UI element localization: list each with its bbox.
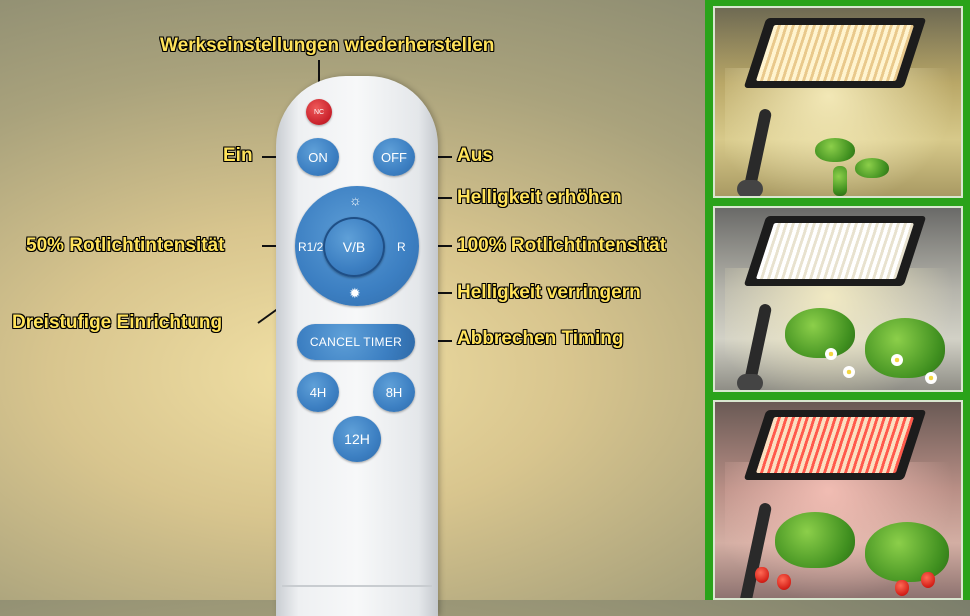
strawberry-leaves — [865, 522, 949, 582]
sun-filled-icon[interactable]: ✹ — [349, 285, 361, 301]
r-button[interactable]: R — [397, 240, 406, 254]
label-brightness-up: Helligkeit erhöhen — [457, 187, 622, 208]
photo-red-light — [713, 400, 963, 600]
label-on: Ein — [223, 145, 253, 166]
strawberry — [755, 567, 769, 583]
label-factory-reset: Werkseinstellungen wiederherstellen — [160, 35, 495, 56]
strawberry-flower — [925, 372, 937, 384]
strawberry — [777, 574, 791, 590]
label-off: Aus — [457, 145, 493, 166]
strawberry — [921, 572, 935, 588]
r-half-button[interactable]: R1/2 — [298, 240, 324, 254]
seedling — [855, 158, 889, 178]
strawberry-leaves — [785, 308, 855, 358]
canvas: NC ON OFF ☼ ✹ R1/2 R V/B CANCEL TIMER 4H… — [12, 0, 970, 616]
vb-button[interactable]: V/B — [323, 217, 385, 277]
grow-lamp — [743, 410, 927, 480]
strawberry-flower — [843, 366, 855, 378]
strawberry-leaves — [775, 512, 855, 568]
timer-4h-button[interactable]: 4H — [297, 372, 339, 412]
label-cancel-timing: Abbrechen Timing — [457, 328, 624, 349]
label-three-stage: Dreistufige Einrichtung — [12, 312, 223, 333]
nc-button[interactable]: NC — [306, 99, 332, 125]
cancel-timer-button[interactable]: CANCEL TIMER — [297, 324, 415, 360]
on-button[interactable]: ON — [297, 138, 339, 176]
grow-lamp — [743, 18, 927, 88]
timer-12h-button[interactable]: 12H — [333, 416, 381, 462]
grow-lamp — [743, 216, 927, 286]
strawberry-flower — [825, 348, 837, 360]
strawberry-flower — [891, 354, 903, 366]
strawberry — [895, 580, 909, 596]
label-red-100: 100% Rotlichtintensität — [457, 235, 667, 256]
photo-warm-light — [713, 6, 963, 198]
off-button[interactable]: OFF — [373, 138, 415, 176]
lamp-base — [737, 374, 763, 390]
label-red-50: 50% Rotlichtintensität — [26, 235, 225, 256]
photo-white-light — [713, 206, 963, 392]
seedling — [833, 166, 847, 196]
strawberry-leaves — [865, 318, 945, 378]
label-brightness-down: Helligkeit verringern — [457, 282, 641, 303]
lamp-base — [737, 180, 763, 196]
timer-8h-button[interactable]: 8H — [373, 372, 415, 412]
seedling — [815, 138, 855, 162]
remote-foot — [282, 585, 432, 587]
sun-outline-icon[interactable]: ☼ — [349, 192, 362, 208]
